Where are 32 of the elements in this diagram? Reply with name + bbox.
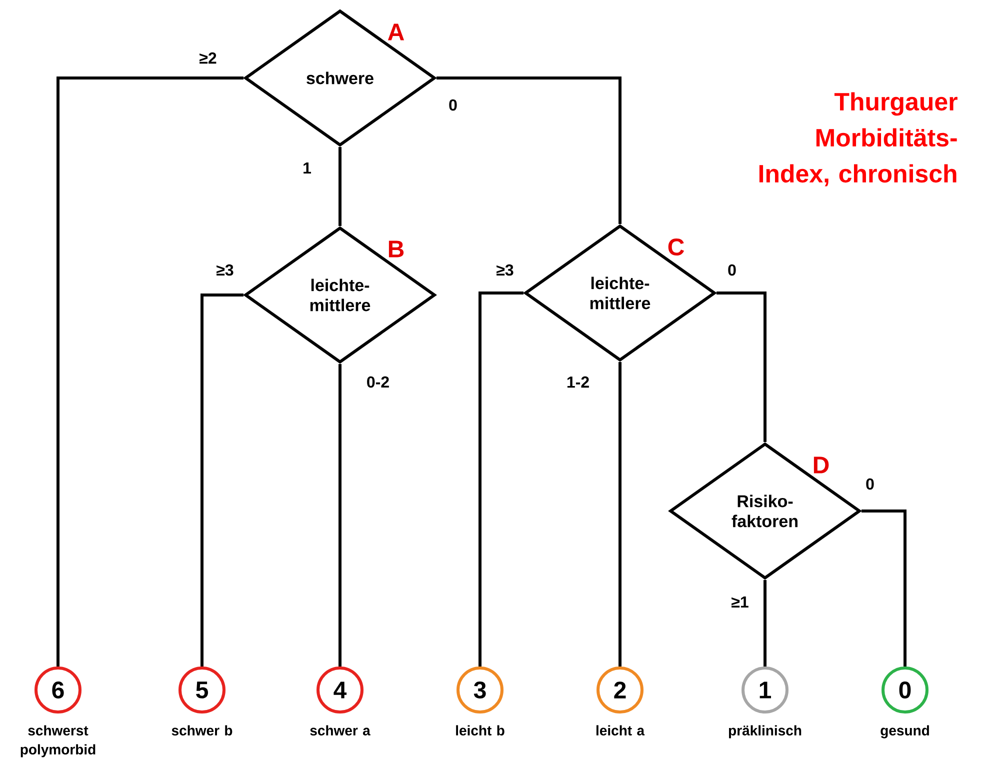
edge-label: ≥2 [198,51,218,65]
result-label: schwer a [310,725,370,736]
edge-label: ≥3 [495,263,515,277]
node-letter: C [668,238,684,256]
result-label: schwerst polymorbid [20,725,96,758]
result-label: präklinisch [728,725,802,738]
result-label: leicht b [456,725,504,736]
result-label: gesund [880,725,929,738]
connector-line [338,364,342,666]
edge-label: 1-2 [565,375,591,389]
node-letter: D [814,456,829,474]
connector-line [862,510,906,666]
result-label: leicht a [596,725,645,736]
connector-line [716,292,766,442]
edge-label: ≥3 [215,263,235,277]
title: Thurgauer Morbiditäts-Index, chronisch [759,92,958,186]
result-label: schwer b [172,725,232,736]
connector-line [764,580,766,666]
edge-label: 1 [302,162,312,174]
connector-line [338,147,342,226]
connector-line [618,362,622,666]
edge-label: 0 [726,263,738,277]
edge-label: ≥1 [730,596,750,608]
node-letter: B [388,240,404,258]
edge-label: 0 [448,98,458,112]
connector-line [436,76,622,224]
node-letter: A [388,24,404,40]
edge-label: 0-2 [365,375,391,389]
connector-line [200,294,244,666]
connector-line [56,76,244,666]
connector-line [478,292,524,666]
edge-label: 0 [864,477,876,491]
